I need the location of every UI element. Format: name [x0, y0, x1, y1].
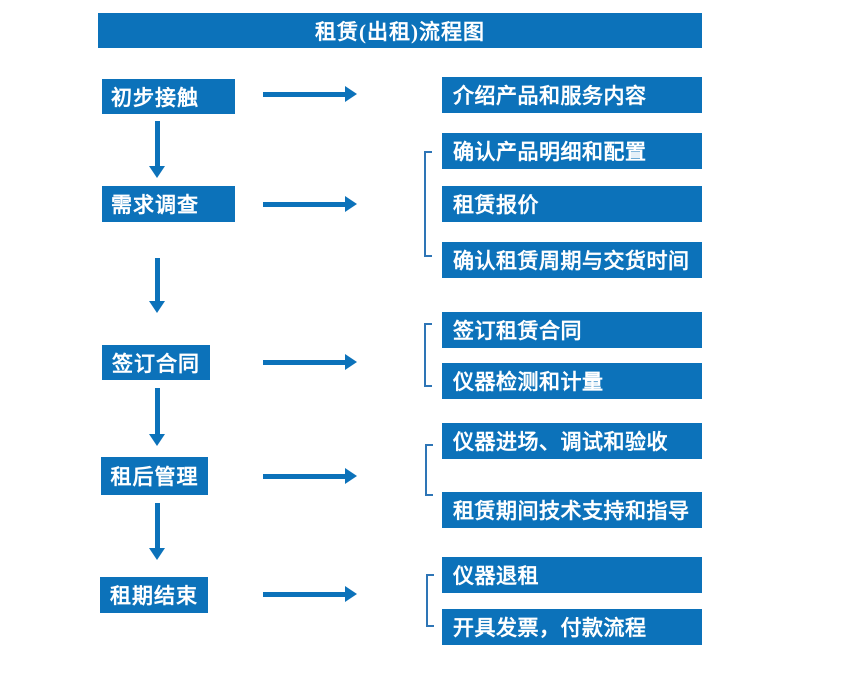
- detail-box-instrument-inspection: 仪器检测和计量: [442, 363, 702, 399]
- stage-box-post-rental-management: 租后管理: [101, 457, 208, 495]
- stage-box-demand-survey: 需求调查: [102, 186, 235, 222]
- group-bracket: [424, 323, 432, 387]
- arrow-down-icon: [149, 388, 165, 446]
- arrow-right-icon: [263, 468, 357, 484]
- detail-box-instrument-return: 仪器退租: [442, 557, 702, 593]
- group-bracket: [424, 151, 432, 257]
- stage-box-rental-period-end: 租期结束: [100, 577, 208, 613]
- arrow-right-icon: [263, 586, 357, 602]
- detail-box-confirm-rental-period: 确认租赁周期与交货时间: [442, 242, 702, 278]
- arrow-right-icon: [263, 86, 357, 102]
- stage-box-initial-contact: 初步接触: [102, 79, 235, 114]
- detail-box-confirm-product-details: 确认产品明细和配置: [442, 133, 702, 169]
- arrow-right-icon: [263, 354, 357, 370]
- arrow-right-icon: [263, 196, 357, 212]
- detail-box-instrument-setup-acceptance: 仪器进场、调试和验收: [442, 423, 702, 459]
- detail-box-introduce-products-services: 介绍产品和服务内容: [442, 77, 702, 113]
- diagram-title: 租赁(出租)流程图: [98, 13, 702, 48]
- arrow-down-icon: [149, 503, 165, 560]
- group-bracket: [425, 444, 433, 496]
- detail-box-technical-support: 租赁期间技术支持和指导: [442, 492, 702, 528]
- arrow-down-icon: [149, 258, 165, 313]
- detail-box-rental-quote: 租赁报价: [442, 186, 702, 222]
- stage-box-sign-contract: 签订合同: [102, 345, 210, 380]
- detail-box-sign-rental-contract: 签订租赁合同: [442, 312, 702, 348]
- group-bracket: [426, 574, 434, 627]
- detail-box-invoice-payment: 开具发票，付款流程: [442, 609, 702, 645]
- arrow-down-icon: [149, 121, 165, 178]
